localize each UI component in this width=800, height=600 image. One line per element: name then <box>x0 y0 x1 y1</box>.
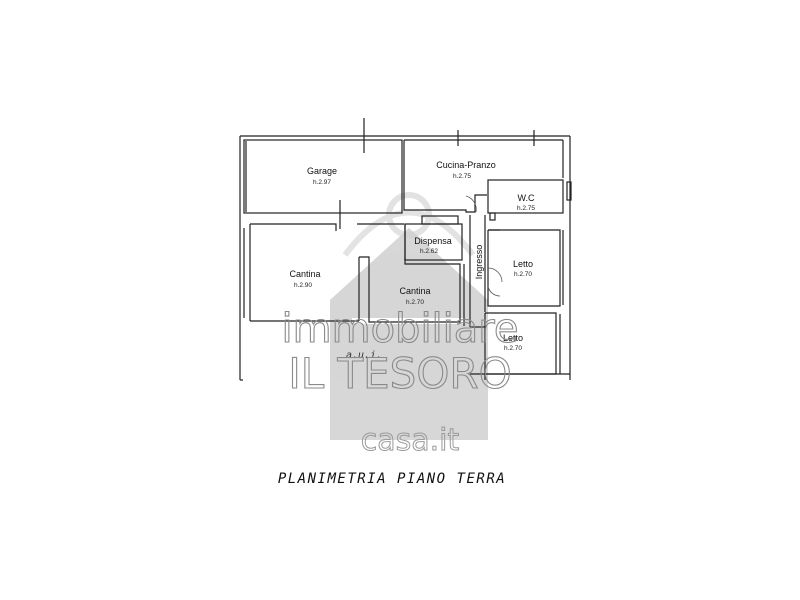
room-cantina-left-name: Cantina <box>289 269 320 279</box>
room-ingresso-name: Ingresso <box>474 245 484 280</box>
room-letto-2-height: h.2.70 <box>504 345 522 352</box>
room-garage-height: h.2.97 <box>313 179 331 186</box>
room-letto-2-name: Letto <box>503 333 523 343</box>
room-letto-1-name: Letto <box>513 259 533 269</box>
room-wc-height: h.2.75 <box>517 205 535 212</box>
room-cucina-height: h.2.75 <box>453 173 471 180</box>
aui-label: a.u.i. <box>346 350 382 361</box>
watermark-text-il-tesoro: IL TESORO <box>288 349 511 398</box>
room-cantina-center-name: Cantina <box>399 286 430 296</box>
room-garage-name: Garage <box>307 166 337 176</box>
watermark-text-casa: casa.it <box>361 423 460 458</box>
watermark-house-outline <box>342 192 476 257</box>
room-cantina-left-height: h.2.90 <box>294 282 312 289</box>
walls <box>239 118 572 381</box>
room-cucina-name: Cucina-Pranzo <box>436 160 496 170</box>
room-dispensa-height: h.2.62 <box>420 248 438 255</box>
watermark-text-immobiliare: immobiliare <box>282 306 519 352</box>
room-cantina-center-height: h.2.70 <box>406 299 424 306</box>
door-swings <box>465 195 503 297</box>
plan-caption: PLANIMETRIA PIANO TERRA <box>278 471 506 487</box>
room-wc-name: W.C <box>518 193 535 203</box>
room-letto-1-height: h.2.70 <box>514 271 532 278</box>
room-dispensa-name: Dispensa <box>414 236 452 246</box>
